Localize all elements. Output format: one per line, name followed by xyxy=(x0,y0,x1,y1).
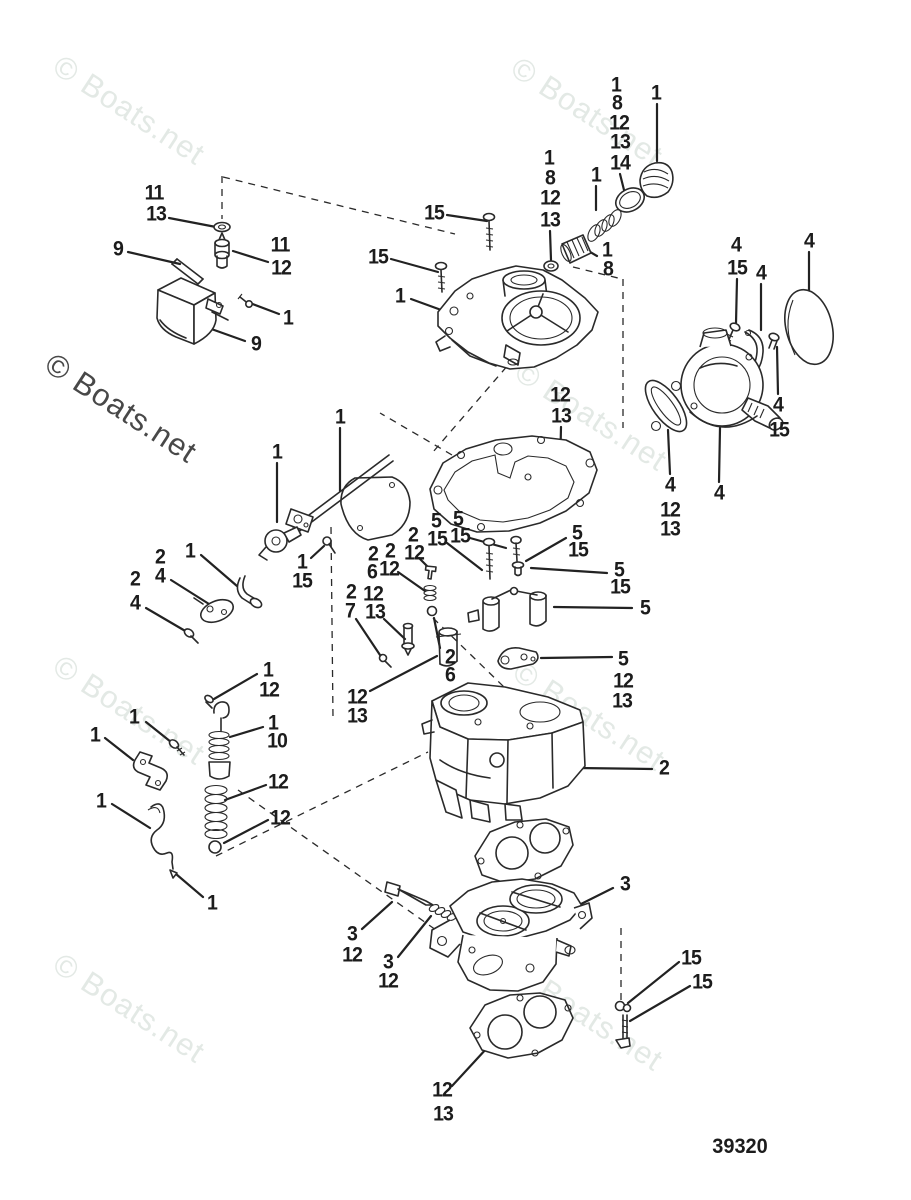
pump-cylinder-cluster xyxy=(467,586,547,632)
bowl-screw-small xyxy=(204,694,214,709)
pump-t-clip xyxy=(424,565,437,580)
inlet-oring xyxy=(614,187,646,213)
needle-and-seat xyxy=(401,622,415,656)
fuel-pump-gasket xyxy=(644,379,688,433)
throttle-body xyxy=(429,878,593,992)
choke-needle-valve xyxy=(214,232,230,269)
bowl-fitting xyxy=(378,653,392,668)
pump-plunger xyxy=(208,701,231,780)
fuel-line xyxy=(285,454,394,534)
clamp-bracket xyxy=(132,751,168,791)
bowl-cover-gasket xyxy=(429,435,598,533)
mount-nut xyxy=(614,1000,632,1013)
fuel-line-elbow xyxy=(236,575,263,609)
air-horn-screw-long xyxy=(482,212,496,251)
choke-washer xyxy=(213,221,231,233)
throttle-base-gasket xyxy=(469,992,574,1059)
knurled-seat xyxy=(560,234,592,264)
bracket-bolt xyxy=(168,739,186,756)
pump-cover-screw-short xyxy=(510,535,522,562)
throttle-lever-plate xyxy=(183,597,235,644)
inlet-spring xyxy=(587,209,622,242)
discharge-jet xyxy=(511,561,525,577)
fuel-hose xyxy=(171,258,204,285)
idle-screw-spring xyxy=(423,584,437,602)
diagram-number: 39320 xyxy=(712,1135,768,1158)
air-horn xyxy=(435,265,599,370)
inlet-seat-washer xyxy=(543,260,559,272)
fuel-pump-cover-oval xyxy=(784,288,834,366)
choke-cam-lever xyxy=(258,526,302,561)
choke-rod-wire xyxy=(147,803,178,879)
check-ball xyxy=(426,605,438,617)
plunger-spring xyxy=(204,784,228,840)
body-to-throttle-gasket xyxy=(474,818,574,884)
inlet-plug xyxy=(639,161,674,199)
choke-housing xyxy=(156,277,229,345)
air-horn-screw-short xyxy=(434,261,448,293)
cam-screw xyxy=(322,536,336,554)
float-hinge-sleeve xyxy=(435,627,462,667)
mount-bolt xyxy=(615,1014,631,1049)
inlet-check-ball xyxy=(208,840,222,854)
fuel-pump-body xyxy=(680,327,784,431)
fuel-pump-clip-screw xyxy=(768,332,780,350)
float-pin xyxy=(237,293,254,308)
main-body xyxy=(421,682,586,823)
pump-link-bracket xyxy=(497,646,539,670)
diaphragm-cover-disc xyxy=(340,476,411,541)
pump-cover-screw-long xyxy=(482,537,496,580)
